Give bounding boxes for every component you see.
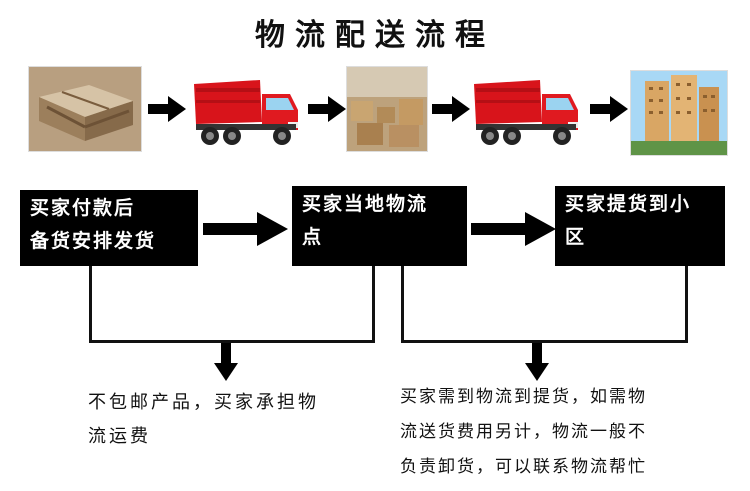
note-right-line1: 买家需到物流到提货，如需物 [400,387,647,407]
connector-line [401,340,688,343]
step2-line2: 点 [302,226,324,248]
page-title: 物流配送流程 [255,18,495,53]
connector-line [372,266,375,342]
step3-line1: 买家提货到小 [565,193,692,215]
step3-line2: 区 [565,226,587,248]
connector-line [401,266,404,342]
step-payment-shipping: 买家付款后 备货安排发货 [20,190,198,266]
arrow-right-icon [148,96,186,122]
note-left-line1: 不包邮产品，买家承担物 [88,392,319,413]
connector-line [89,340,375,343]
step-local-logistics: 买家当地物流 点 [292,186,467,266]
arrow-right-icon [471,212,556,246]
arrow-right-icon [308,96,346,122]
note-right-line3: 负责卸货，可以联系物流帮忙 [400,457,647,477]
step1-line2: 备货安排发货 [30,230,157,252]
arrow-right-icon [432,96,470,122]
stone-pallet-photo [28,66,142,152]
step1-line1: 买家付款后 [30,197,136,219]
arrow-down-icon [525,343,549,381]
connector-line [89,266,92,342]
arrow-right-icon [203,212,288,246]
connector-line [685,266,688,342]
step2-line1: 买家当地物流 [302,193,429,215]
dump-truck-icon [470,70,582,154]
apartment-building-photo [630,70,728,156]
warehouse-photo [346,66,428,152]
arrow-down-icon [214,343,238,381]
note-pickup-delivery: 买家需到物流到提货，如需物 流送货费用另计，物流一般不 负责卸货，可以联系物流帮… [400,380,730,485]
note-shipping-cost: 不包邮产品，买家承担物 流运费 [88,386,378,454]
note-left-line2: 流运费 [88,426,151,447]
step-pickup-community: 买家提货到小 区 [555,186,725,266]
dump-truck-icon [190,70,302,154]
note-right-line2: 流送货费用另计，物流一般不 [400,422,647,442]
arrow-right-icon [590,96,628,122]
